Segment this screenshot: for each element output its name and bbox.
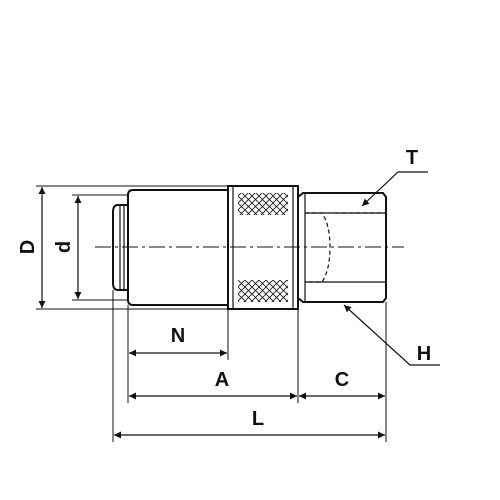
label-L: L [252, 408, 264, 430]
label-H: H [417, 343, 431, 365]
knurl-top [238, 193, 288, 215]
extension-lines [36, 185, 387, 442]
leader-H [343, 304, 440, 366]
hex-body [297, 192, 387, 303]
nose-tip [112, 204, 128, 291]
internal-thread [305, 212, 386, 283]
leader-lines [343, 171, 440, 366]
label-D: D [17, 240, 39, 254]
leader-T [361, 171, 428, 207]
label-N: N [171, 325, 185, 347]
dimension-lines [38, 187, 385, 439]
label-C: C [335, 369, 349, 391]
label-A: A [215, 369, 229, 391]
label-T: T [406, 147, 418, 169]
label-d: d [53, 241, 75, 253]
knurl-bottom [238, 280, 288, 302]
